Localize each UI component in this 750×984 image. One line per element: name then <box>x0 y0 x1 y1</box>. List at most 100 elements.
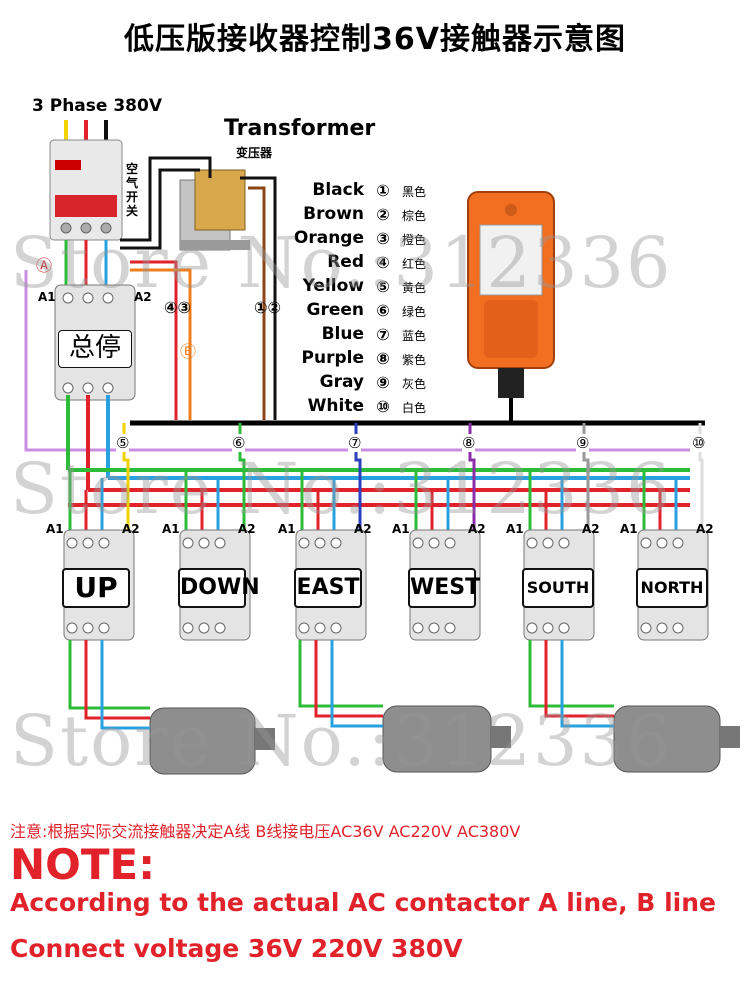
transformer-label: Transformer <box>224 116 376 141</box>
contactor-label-west: WEST <box>408 568 480 608</box>
terminal-screw <box>98 537 110 549</box>
legend-color-cn: 红色 <box>402 257 427 271</box>
bus-mark: ⑧ <box>462 434 476 452</box>
legend-row: Gray ⑨ 灰色 <box>300 372 450 396</box>
terminal-a2-label: A2 <box>238 522 256 536</box>
terminal-screw <box>98 622 110 634</box>
terminal-screw <box>182 622 194 634</box>
legend-color-name: Brown <box>303 204 364 224</box>
watermark-1: Store No.:312336 <box>10 222 673 304</box>
terminal-screw <box>298 537 310 549</box>
bus-mark: ⑨ <box>576 434 590 452</box>
terminal-screw <box>214 537 226 549</box>
note-line-1: According to the actual AC contactor A l… <box>10 888 716 917</box>
legend-color-name: Yellow <box>302 276 364 296</box>
legend-color-cn: 紫色 <box>402 353 427 367</box>
terminal-screw <box>330 622 342 634</box>
remote-receiver <box>467 191 555 423</box>
legend-number: ⑧ <box>376 349 390 368</box>
watermark-3: Store No.:312336 <box>10 700 673 782</box>
terminal-screw <box>66 622 78 634</box>
legend-color-name: Green <box>306 300 365 320</box>
breaker-label: 空气开关 <box>126 162 139 218</box>
legend-color-cn: 橙色 <box>402 233 427 247</box>
legend-number: ③ <box>376 229 390 248</box>
legend-number: ④ <box>376 253 390 272</box>
terminal-a1-label: A1 <box>506 522 524 536</box>
note-chinese: 注意:根据实际交流接触器决定A线 B线接电压AC36V AC220V AC380… <box>10 822 521 841</box>
legend-color-name: Purple <box>301 348 364 368</box>
terminal-screw <box>558 622 570 634</box>
contactor-label-south: SOUTH <box>522 568 594 608</box>
legend-number: ② <box>376 205 390 224</box>
legend-color-cn: 黄色 <box>402 281 427 295</box>
terminal-mark-43: ④③ <box>164 298 192 317</box>
terminal-screw <box>542 622 554 634</box>
terminal-mark-a: Ⓐ <box>36 256 53 275</box>
transformer-label-cn: 变压器 <box>236 146 273 160</box>
terminal-mark-b: Ⓑ <box>180 342 197 361</box>
terminal-screw <box>526 622 538 634</box>
terminal-screw <box>428 537 440 549</box>
feed-lines <box>66 395 690 507</box>
legend-row: Brown ② 棕色 <box>300 204 450 228</box>
terminal-screw <box>558 537 570 549</box>
terminal-screw <box>412 622 424 634</box>
legend-number: ⑦ <box>376 325 390 344</box>
bus-mark: ⑦ <box>348 434 362 452</box>
note-title: NOTE: <box>10 840 155 889</box>
terminal-screw <box>672 622 684 634</box>
legend-row: Blue ⑦ 蓝色 <box>300 324 450 348</box>
legend-color-name: White <box>307 396 364 416</box>
terminal-a2-label: A2 <box>468 522 486 536</box>
terminal-screw <box>330 537 342 549</box>
bus-mark: ⑩ <box>692 434 706 452</box>
terminal-a2-label: A2 <box>354 522 372 536</box>
motor-3 <box>613 705 740 773</box>
watermark-2: Store No.:312336 <box>10 448 673 530</box>
terminal-a1-label: A1 <box>278 522 296 536</box>
terminal-mark-12: ①② <box>254 298 282 317</box>
legend-color-cn: 灰色 <box>402 377 427 391</box>
terminal-screw <box>314 537 326 549</box>
terminal-screw <box>542 537 554 549</box>
legend-color-cn: 白色 <box>402 401 427 415</box>
motor-2 <box>382 705 511 773</box>
legend-color-cn: 棕色 <box>402 209 427 223</box>
terminal-screw <box>66 537 78 549</box>
legend-row: Purple ⑧ 紫色 <box>300 348 450 372</box>
legend-color-cn: 蓝色 <box>402 329 427 343</box>
terminal-screw <box>298 622 310 634</box>
legend-row: Yellow ⑤ 黄色 <box>300 276 450 300</box>
master-a1-label: A1 <box>38 290 56 304</box>
diagram-title: 低压版接收器控制36V接触器示意图 <box>124 22 626 57</box>
terminal-a1-label: A1 <box>46 522 64 536</box>
terminal-screw <box>526 537 538 549</box>
legend-number: ① <box>376 181 390 200</box>
terminal-screw <box>640 622 652 634</box>
terminal-a2-label: A2 <box>122 522 140 536</box>
contactor-label-up: UP <box>62 568 130 608</box>
legend-color-name: Gray <box>319 372 364 392</box>
supply-wiring <box>24 156 690 452</box>
terminal-screw <box>82 622 94 634</box>
power-label: 3 Phase 380V <box>32 96 162 116</box>
transformer-body <box>179 169 250 251</box>
terminal-a1-label: A1 <box>392 522 410 536</box>
terminal-screw <box>656 537 668 549</box>
terminal-a1-label: A1 <box>620 522 638 536</box>
terminal-screw <box>412 537 424 549</box>
terminal-a2-label: A2 <box>696 522 714 536</box>
master-contactor-label: 总停 <box>58 330 132 368</box>
terminal-screw <box>182 537 194 549</box>
terminal-screw <box>214 622 226 634</box>
legend-number: ⑤ <box>376 277 390 296</box>
contactor-label-east: EAST <box>294 568 362 608</box>
legend-number: ⑨ <box>376 373 390 392</box>
legend-color-name: Blue <box>321 324 364 344</box>
terminal-screw <box>640 537 652 549</box>
